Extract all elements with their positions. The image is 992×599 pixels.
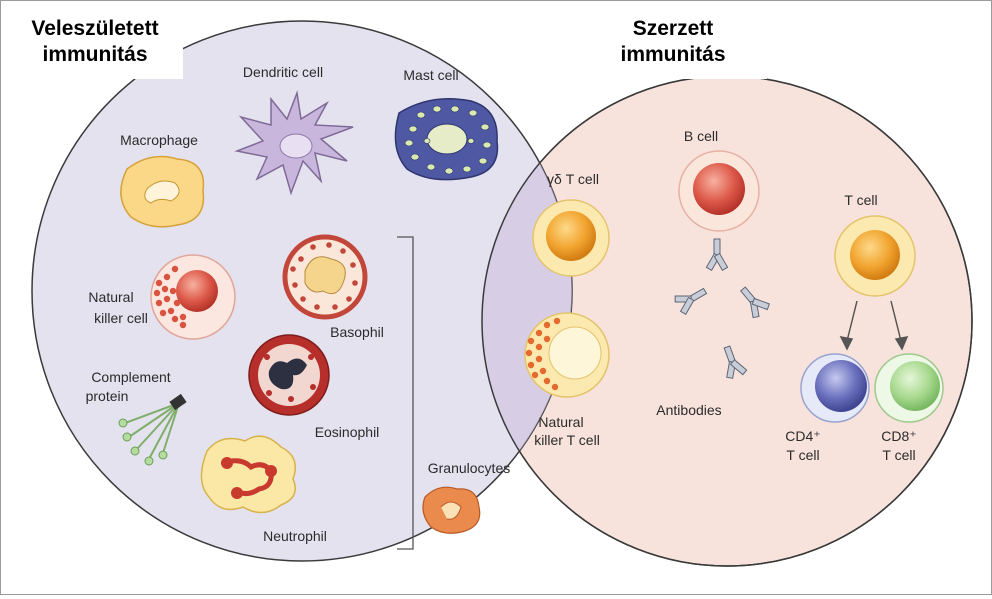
differentiation-arrows [839, 300, 909, 351]
mast-cell-label: Mast cell [403, 67, 458, 83]
macrophage-icon [120, 155, 205, 228]
b-cell-label: B cell [684, 128, 718, 144]
adaptive-title-box [579, 9, 767, 79]
antibodies-icon [674, 238, 770, 379]
neutrophil-icon [200, 435, 296, 514]
nk-label-line1: Natural [88, 289, 133, 305]
adaptive-title-line2: immunitás [620, 43, 725, 66]
dendritic-cell-icon [234, 90, 354, 196]
granulocyte-icon [422, 486, 481, 534]
natural-killer-cell-icon [150, 254, 236, 340]
cd8-label-line1: CD8⁺ [881, 428, 916, 444]
basophil-icon [282, 234, 368, 320]
adaptive-title-line1: Szerzett [633, 17, 714, 40]
cd4-label-line1: CD4⁺ [785, 428, 820, 444]
gamma-delta-t-cell-icon [532, 199, 610, 277]
b-cell-icon [678, 150, 760, 232]
innate-title-line1: Veleszületett [31, 17, 158, 40]
nk-label-line2: killer cell [94, 310, 148, 326]
complement-protein-icon [118, 393, 187, 466]
neutrophil-label: Neutrophil [263, 528, 327, 544]
dendritic-cell-label: Dendritic cell [243, 64, 323, 80]
cd8-t-cell-icon [874, 353, 944, 423]
eosinophil-icon [248, 334, 330, 416]
nkt-cell-icon [524, 312, 610, 398]
nkt-label-line1: Natural [538, 414, 583, 430]
macrophage-label: Macrophage [120, 132, 198, 148]
t-cell-icon [834, 215, 916, 297]
basophil-label: Basophil [330, 324, 384, 340]
granulocytes-label: Granulocytes [428, 460, 510, 476]
eosinophil-label: Eosinophil [315, 424, 380, 440]
granulocytes-bracket [397, 236, 414, 550]
gamma-delta-t-label: γδ T cell [547, 171, 599, 187]
complement-label-line2: protein [86, 388, 129, 404]
nkt-label-line2: killer T cell [534, 432, 600, 448]
cd4-t-cell-icon [800, 353, 870, 423]
cd8-label-line2: T cell [882, 447, 915, 463]
cd4-label-line2: T cell [786, 447, 819, 463]
antibodies-label: Antibodies [656, 402, 721, 418]
mast-cell-icon [394, 98, 499, 181]
t-cell-label: T cell [844, 192, 877, 208]
innate-title-line2: immunitás [42, 43, 147, 66]
innate-title-box [7, 9, 183, 79]
complement-label-line1: Complement [91, 369, 170, 385]
